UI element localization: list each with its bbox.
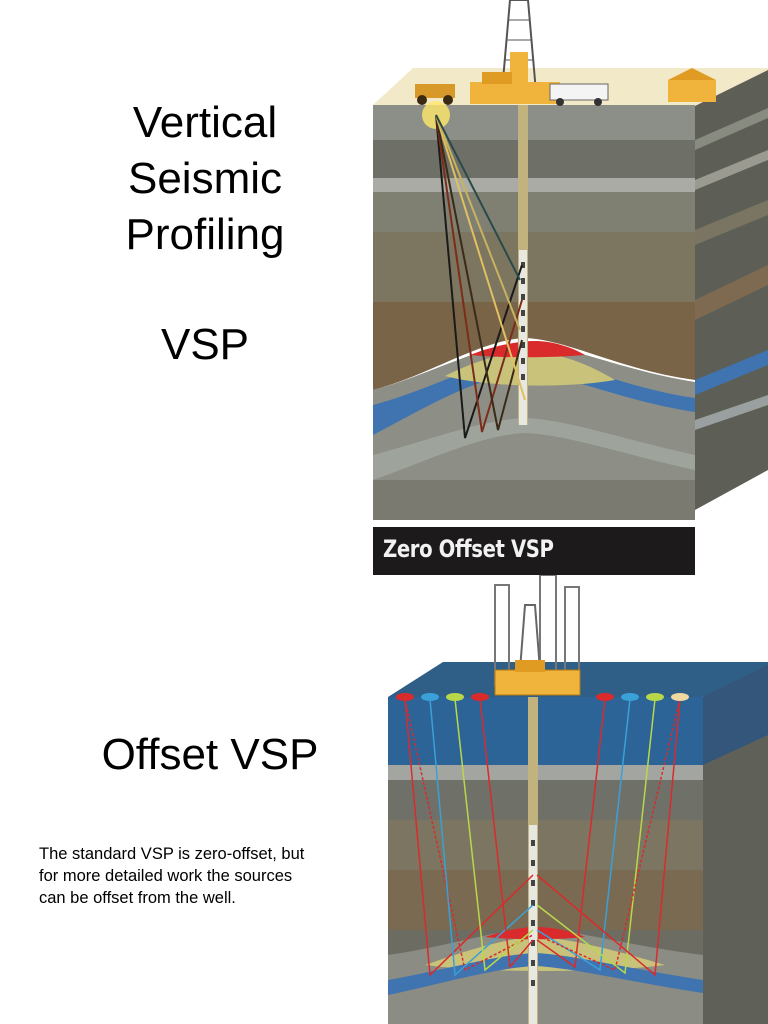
description-line-2: for more detailed work the sources: [39, 867, 293, 885]
title-line-3: Profiling: [125, 210, 285, 259]
zero-offset-vsp-diagram: [373, 0, 768, 520]
side-strata: [695, 108, 768, 430]
title-line-2: Seismic: [127, 154, 283, 203]
description-line-3: can be offset from the well.: [39, 889, 236, 907]
offset-ray-paths: [404, 698, 681, 977]
field-building: [668, 68, 716, 102]
drilling-rig: [470, 0, 609, 106]
ray-paths: [435, 114, 526, 439]
offset-vsp-diagram: [388, 575, 768, 1024]
description-line-1: The standard VSP is zero-offset, but: [39, 845, 305, 863]
main-title: Vertical Seismic Profiling: [90, 95, 320, 263]
offset-sources: [396, 693, 689, 701]
vsp-label: VSP: [160, 320, 250, 369]
zero-offset-caption-bar: Zero Offset VSP: [373, 527, 695, 575]
front-strata: [373, 105, 695, 520]
zero-offset-caption: Zero Offset VSP: [383, 535, 554, 563]
jackup-rig: [494, 575, 581, 696]
source-vehicle: [415, 84, 455, 105]
title-line-1: Vertical: [132, 98, 278, 147]
description-text: The standard VSP is zero-offset, but for…: [39, 843, 359, 909]
offset-vsp-title: Offset VSP: [101, 730, 319, 779]
